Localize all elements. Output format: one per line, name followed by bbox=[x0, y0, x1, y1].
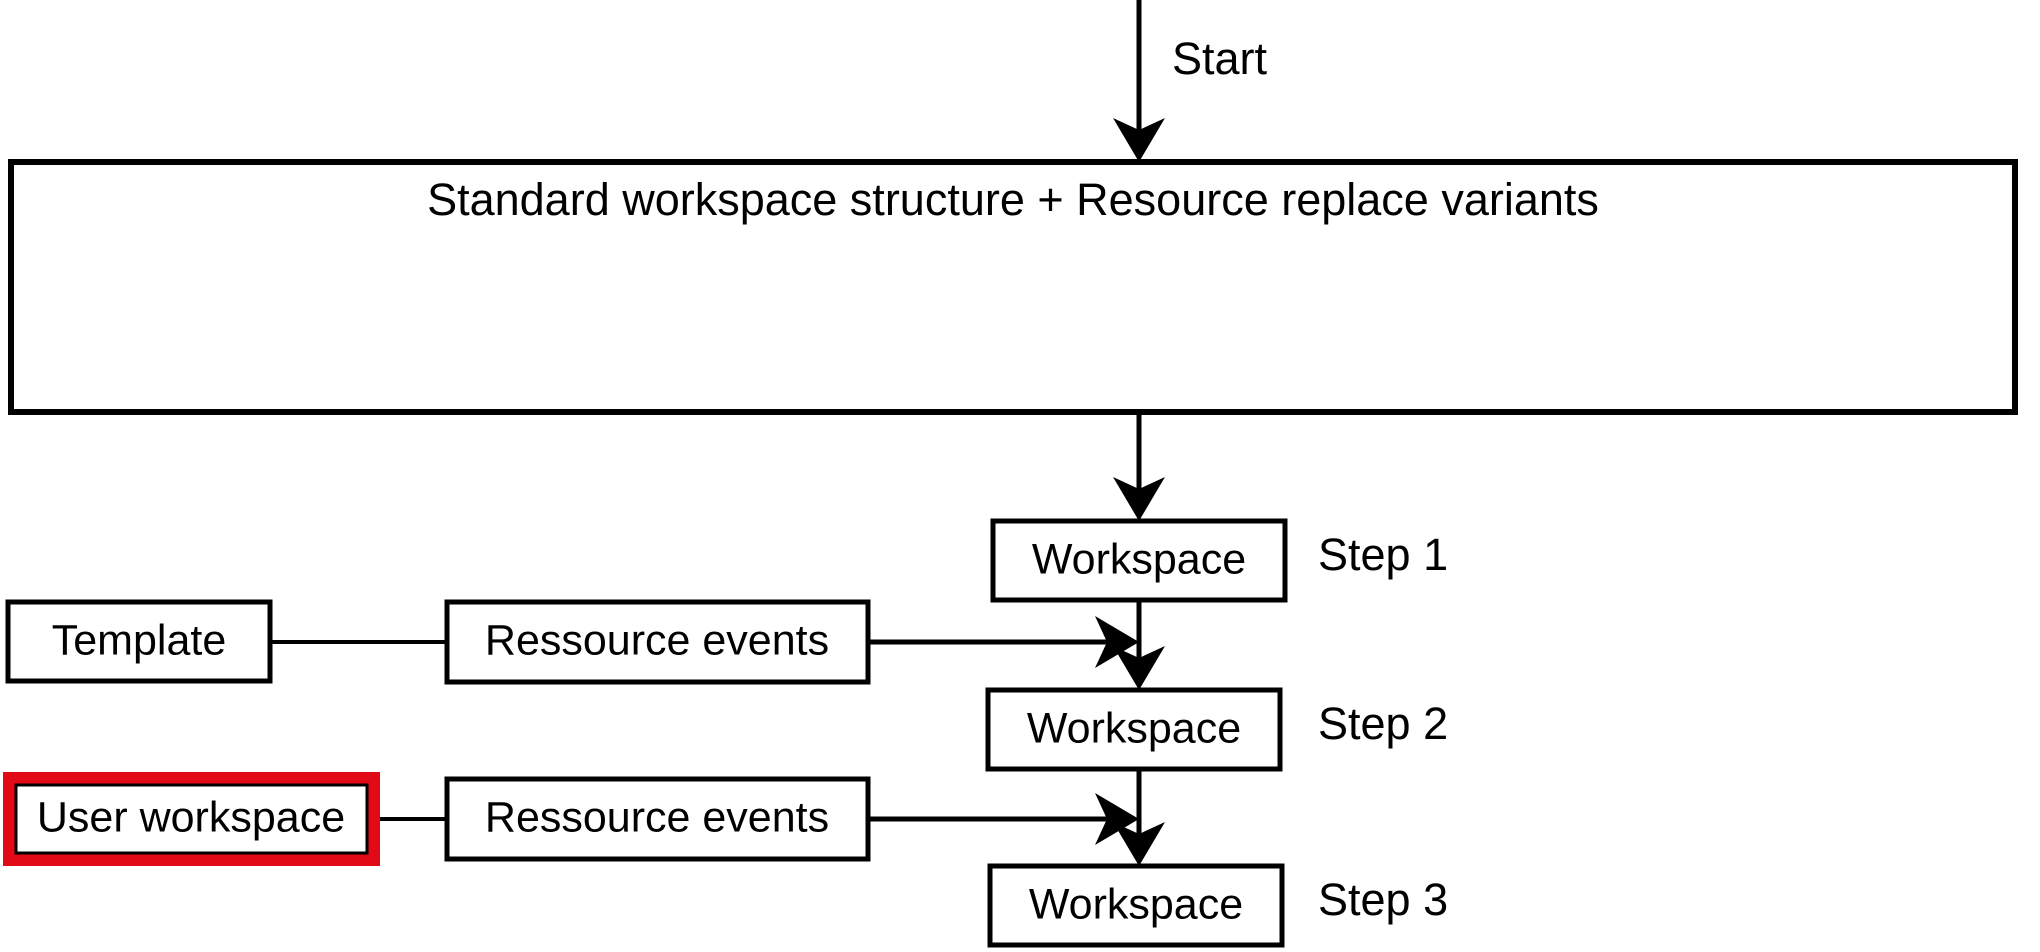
node-standard-workspace-structure[interactable]: Standard workspace structure + Resource … bbox=[8, 159, 2018, 415]
start-edge-label: Start bbox=[1172, 33, 1268, 84]
standard-structure-label: Standard workspace structure + Resource … bbox=[427, 174, 1599, 225]
standard-structure-box[interactable] bbox=[8, 159, 2018, 415]
node-ressource-events-2[interactable]: Ressource events bbox=[444, 776, 871, 862]
step-2-label: Step 2 bbox=[1318, 698, 1448, 749]
edge-start bbox=[1113, 0, 1165, 162]
edge-ressource-events-2-to-trunk bbox=[868, 793, 1139, 845]
ressource-events-2-box[interactable] bbox=[444, 776, 871, 862]
user-workspace-box[interactable] bbox=[14, 783, 369, 855]
node-user-workspace[interactable]: User workspace bbox=[3, 772, 380, 866]
workspace-1-label: Workspace bbox=[1032, 535, 1246, 583]
ws1-to-ws2-arrow-head-icon bbox=[1113, 646, 1165, 690]
node-workspace-3[interactable]: Workspace bbox=[987, 863, 1285, 948]
structure-to-ws1-arrow-head-icon bbox=[1113, 477, 1165, 521]
workspace-2-label: Workspace bbox=[1027, 704, 1241, 752]
edge-workspace-2-to-workspace-3 bbox=[1113, 769, 1165, 866]
node-ressource-events-1[interactable]: Ressource events bbox=[444, 599, 871, 685]
workspace-3-label: Workspace bbox=[1029, 880, 1243, 928]
edge-ressource-events-1-to-trunk bbox=[868, 616, 1139, 668]
start-arrow-head-icon bbox=[1113, 118, 1165, 162]
ressource-events-1-box[interactable] bbox=[444, 599, 871, 685]
ressource-events-2-label: Ressource events bbox=[485, 793, 829, 841]
node-workspace-2[interactable]: Workspace bbox=[985, 687, 1283, 772]
node-workspace-1[interactable]: Workspace bbox=[990, 518, 1288, 603]
ws2-to-ws3-arrow-head-icon bbox=[1113, 822, 1165, 866]
step-1-label: Step 1 bbox=[1318, 529, 1448, 580]
template-label: Template bbox=[52, 616, 226, 664]
user-workspace-label: User workspace bbox=[37, 793, 345, 841]
workspace-3-box[interactable] bbox=[987, 863, 1285, 948]
ressource-events-2-arrow-head-icon bbox=[1095, 793, 1139, 845]
ressource-events-1-label: Ressource events bbox=[485, 616, 829, 664]
edge-workspace-1-to-workspace-2 bbox=[1113, 600, 1165, 690]
workspace-2-box[interactable] bbox=[985, 687, 1283, 772]
node-template[interactable]: Template bbox=[5, 599, 273, 684]
edge-structure-to-workspace-1 bbox=[1113, 412, 1165, 521]
step-3-label: Step 3 bbox=[1318, 874, 1448, 925]
ressource-events-1-arrow-head-icon bbox=[1095, 616, 1139, 668]
